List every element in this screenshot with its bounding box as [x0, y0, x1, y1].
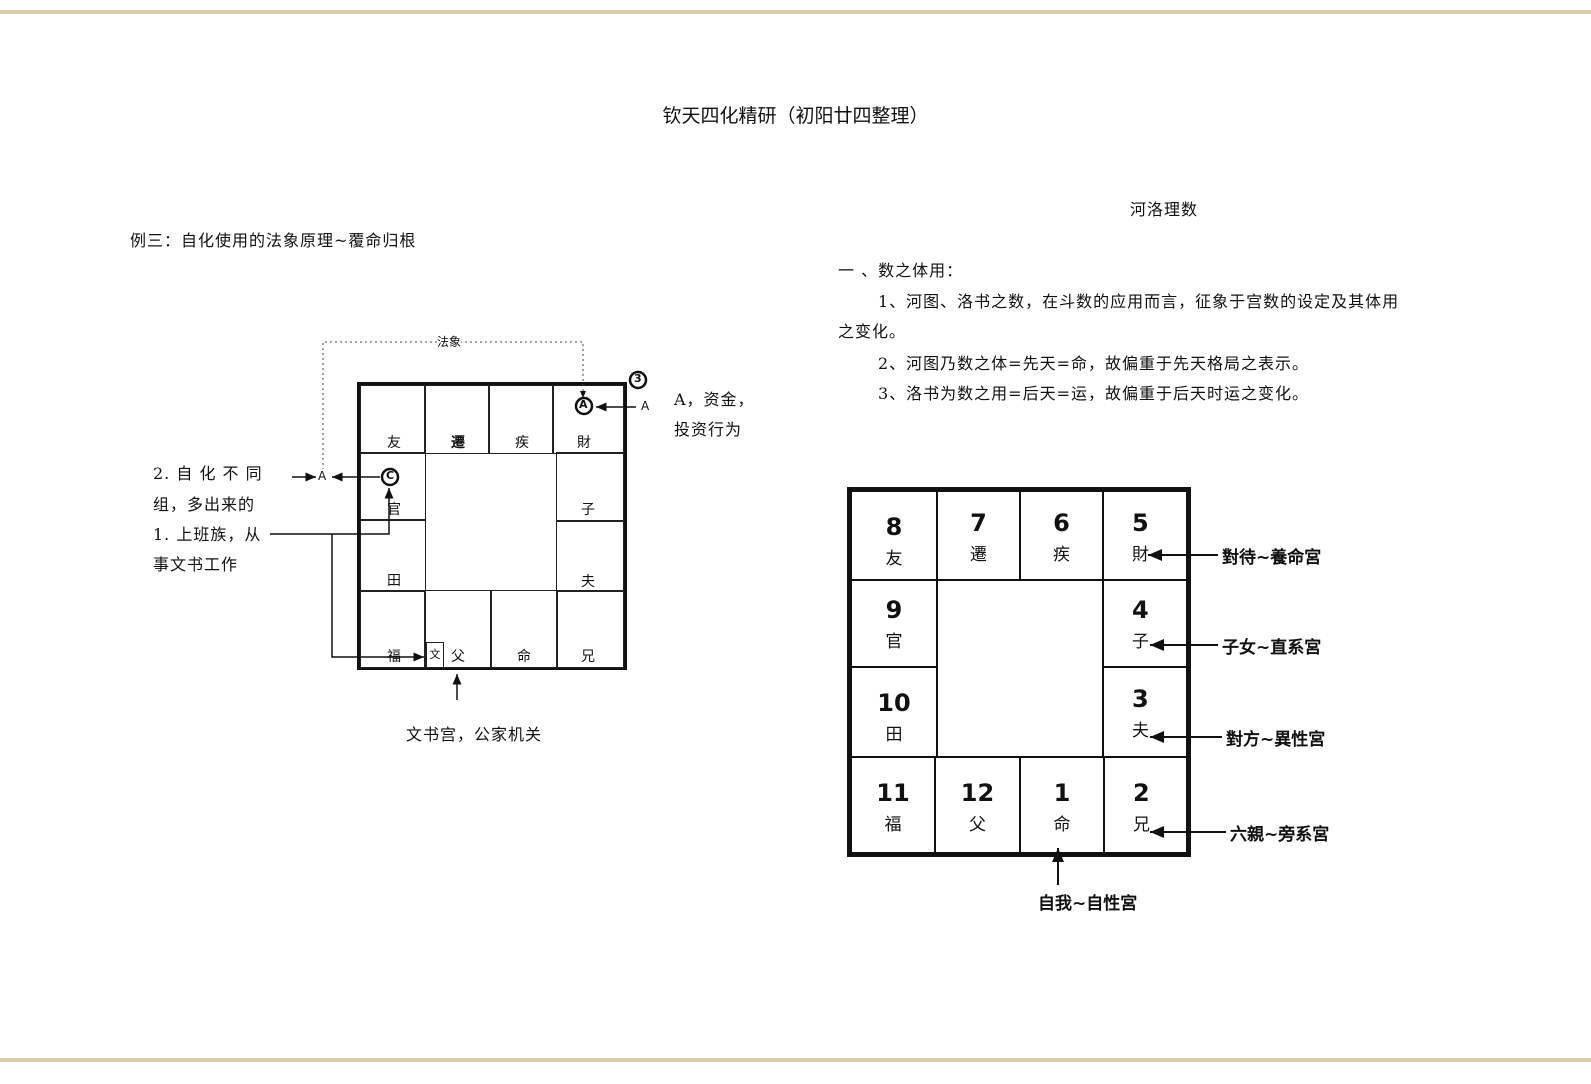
annotation-wealth: 對待~養命宮: [1222, 548, 1322, 568]
palace-number: 7: [970, 509, 987, 537]
palace-name: 福: [884, 815, 902, 835]
palace-chart-left: 友 遷 疾 財 官 子 田 夫 福 父 文 命 兄: [357, 382, 627, 670]
note-self-transform: 组，多出来的: [153, 495, 256, 514]
palace-cell: 官: [360, 452, 426, 521]
palace-name: 疾: [1053, 545, 1070, 565]
palace-label: 友: [387, 435, 401, 451]
palace-cell: 財: [552, 385, 624, 454]
palace-name: 命: [1053, 815, 1071, 835]
palace-label: 疾: [515, 435, 529, 451]
palace-number: 10: [877, 689, 911, 717]
palace-number: 3: [1132, 685, 1149, 713]
page-title: 钦天四化精研（初阳廿四整理）: [662, 105, 929, 127]
bottom-rule: [0, 1058, 1591, 1062]
palace-number: 4: [1132, 596, 1149, 624]
palace-name: 夫: [1132, 721, 1149, 741]
note-self-transform: 事文书工作: [153, 555, 239, 574]
palace-label: 命: [517, 649, 531, 665]
paragraph-3: 3、洛书为数之用=后天=运，故偏重于后天时运之变化。: [878, 384, 1309, 403]
paragraph-2: 2、河图乃数之体=先天=命，故偏重于先天格局之表示。: [878, 354, 1309, 373]
section-heading: 一 、数之体用：: [838, 261, 964, 280]
circle-c-icon: [380, 467, 400, 487]
palace-name: 田: [885, 725, 903, 745]
circle-3-icon: [628, 370, 648, 390]
palace-name: 兄: [1133, 815, 1150, 835]
circle-a-icon: [574, 396, 594, 416]
palace-name: 友: [885, 549, 903, 569]
palace-label: 兄: [581, 649, 595, 665]
palace-cell: 疾: [488, 385, 554, 454]
palace-cell: 田: [360, 519, 426, 592]
top-rule: [0, 10, 1591, 14]
circle-3-label: 3: [634, 372, 642, 385]
circle-a-label: A: [579, 398, 588, 411]
annotation-self: 自我~自性宮: [1038, 894, 1138, 914]
palace-number: 6: [1053, 509, 1070, 537]
annotation-siblings: 六親~旁系宮: [1230, 825, 1330, 845]
palace-label: 田: [387, 573, 401, 589]
palace-label: 財: [577, 435, 591, 451]
note-self-transform: 2. 自 化 不 同: [153, 464, 263, 483]
palace-number: 9: [885, 596, 903, 624]
palace-cell: 12 父: [934, 756, 1021, 854]
palace-cell: 兄: [556, 590, 624, 668]
palace-cell: 遷: [424, 385, 490, 454]
arrow-a-right-label: A: [641, 399, 650, 413]
circle-c-label: C: [386, 469, 395, 482]
fa-xiang-dotted-line: [322, 341, 586, 470]
palace-name: 官: [885, 632, 903, 652]
palace-cell: 命: [490, 590, 558, 668]
palace-cell: 11 福: [850, 756, 936, 854]
palace-name: 遷: [970, 545, 987, 565]
note-capital: 投资行为: [674, 420, 743, 439]
paragraph-1: 1、河图、洛书之数，在斗数的应用而言，征象于宫数的设定及其体用: [878, 292, 1400, 311]
palace-label: 子: [581, 502, 595, 518]
palace-cell: 子: [556, 452, 624, 522]
palace-cell: 10 田: [850, 666, 938, 758]
palace-number: 5: [1132, 509, 1149, 537]
palace-label: 官: [387, 502, 401, 518]
palace-number: 1: [1053, 779, 1071, 807]
palace-cell: 夫: [556, 520, 624, 592]
example-heading: 例三：自化使用的法象原理~覆命归根: [130, 231, 417, 250]
fa-xiang-label: 法象: [437, 333, 462, 350]
paragraph-1-cont: 之变化。: [838, 322, 907, 341]
annotation-children: 子女~直系宮: [1222, 638, 1322, 658]
palace-label: 父: [451, 649, 465, 665]
palace-name: 子: [1132, 632, 1149, 652]
note-document-palace: 文书宫，公家机关: [406, 725, 543, 744]
palace-number: 11: [876, 779, 910, 807]
palace-label: 夫: [581, 574, 595, 590]
section-title: 河洛理数: [1130, 200, 1199, 219]
palace-name: 父: [969, 815, 986, 835]
palace-label: 遷: [451, 435, 465, 451]
palace-number: 8: [885, 513, 903, 541]
document-palace-box: 文: [426, 642, 444, 668]
palace-name: 財: [1132, 545, 1149, 565]
palace-number: 2: [1133, 779, 1150, 807]
palace-cell: 父 文: [424, 590, 492, 668]
arrow-a-left-label: A: [318, 469, 327, 483]
palace-cell: 友: [360, 385, 426, 454]
note-self-transform: 1. 上班族，从: [153, 521, 262, 545]
note-capital: A，资金，: [674, 390, 755, 409]
annotation-spouse: 對方~異性宮: [1226, 730, 1326, 750]
palace-number: 12: [960, 779, 995, 807]
